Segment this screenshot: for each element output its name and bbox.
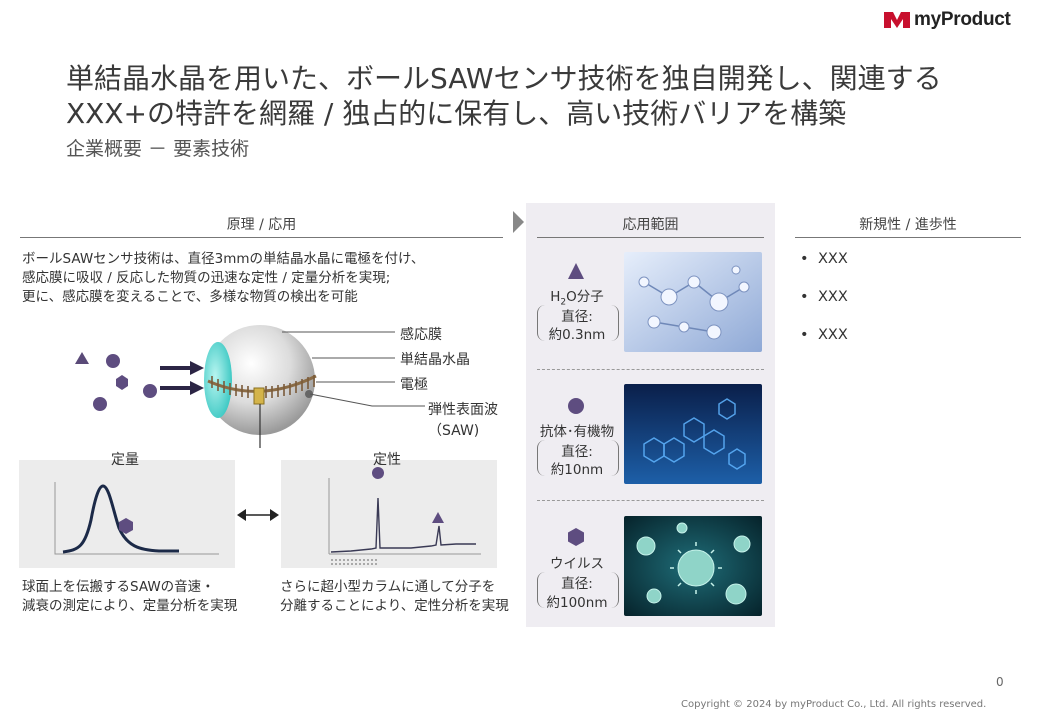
qualitative-chromatogram (328, 467, 481, 565)
label-saw-line1: 弾性表面波 (428, 402, 498, 418)
logo-text: myProduct (914, 9, 1011, 30)
principle-desc-line3: 更に、感応膜を変えることで、多様な物質の検出を可能 (22, 289, 358, 305)
quantitative-peak-graph (54, 482, 219, 555)
size-bracket (537, 305, 619, 341)
quantitative-title: 定量 (111, 452, 139, 468)
principle-header-rule (20, 237, 503, 238)
size-value: 約0.3nm (548, 327, 606, 343)
size-bracket (537, 440, 619, 476)
size-label: 直径: (561, 576, 593, 592)
quantitative-caption-line2: 減衰の測定により、定量分析を実現 (22, 598, 238, 614)
double-arrow-icon (237, 509, 279, 521)
application-item-name: H2O分子 (550, 289, 604, 308)
size-label: 直径: (561, 444, 593, 460)
ball-saw-diagram (75, 325, 425, 448)
circle-icon (372, 467, 384, 479)
organic-molecule-photo (624, 384, 762, 484)
page-number: 0 (996, 675, 1004, 689)
copyright-text: Copyright © 2024 by myProduct Co., Ltd. … (681, 699, 987, 710)
crystal-ball (205, 325, 315, 435)
hexagon-icon (568, 528, 584, 546)
label-membrane: 感応膜 (400, 327, 442, 343)
novelty-bullet: •XXX (800, 289, 848, 305)
molecule-circle-icon (93, 397, 107, 411)
label-electrode: 電極 (400, 377, 428, 393)
molecule-circle-icon (143, 384, 157, 398)
saw-point (305, 390, 313, 398)
page-title-line2: XXX+の特許を網羅 / 独占的に保有し、高い技術バリアを構築 (66, 97, 847, 130)
applications-header-rule (537, 237, 764, 238)
applications-header: 応用範囲 (622, 217, 679, 233)
qualitative-title: 定性 (373, 452, 401, 468)
page-title-line1: 単結晶水晶を用いた、ボールSAWセンサ技術を独自開発し、関連する (66, 62, 942, 95)
electrode-pad (253, 387, 265, 405)
hexagon-icon (119, 518, 133, 534)
novelty-header-rule (795, 237, 1021, 238)
novelty-bullet: •XXX (800, 327, 848, 343)
size-label: 直径: (561, 309, 593, 325)
label-crystal: 単結晶水晶 (400, 352, 470, 368)
virus-photo (624, 516, 762, 616)
h2o-molecule-photo (624, 252, 762, 352)
circle-icon (568, 398, 584, 414)
principle-desc-line1: ボールSAWセンサ技術は、直径3mmの単結晶水晶に電極を付け、 (22, 251, 425, 267)
application-item-name: ウイルス (550, 556, 604, 572)
novelty-header: 新規性 / 進歩性 (859, 217, 957, 233)
size-value: 約100nm (546, 595, 608, 611)
flow-arrows-icon (160, 361, 204, 395)
molecule-circle-icon (106, 354, 120, 368)
qualitative-caption-line2: 分離することにより、定性分析を実現 (280, 598, 509, 614)
page-subtitle: 企業概要 － 要素技術 (66, 138, 250, 160)
size-bracket (537, 572, 619, 608)
section-arrow-icon (513, 211, 524, 233)
brand-logo: myProduct (884, 9, 1034, 32)
size-value: 約10nm (550, 462, 604, 478)
application-item-name: 抗体･有機物 (539, 424, 615, 440)
molecule-triangle-icon (75, 352, 89, 364)
novelty-bullet: •XXX (800, 251, 848, 267)
triangle-icon (568, 263, 584, 279)
divider (537, 500, 764, 501)
principle-desc-line2: 感応膜に吸収 / 反応した物質の迅速な定性 / 定量分析を実現; (22, 270, 391, 286)
electrode-band (207, 374, 317, 398)
logo-mark-icon (884, 12, 910, 28)
molecule-hexagon-icon (116, 375, 128, 390)
principle-header: 原理 / 応用 (226, 217, 297, 233)
label-saw-line2: （SAW) (428, 423, 480, 439)
quantitative-graph-box (19, 460, 235, 568)
triangle-icon (432, 512, 444, 523)
quantitative-caption-line1: 球面上を伝搬するSAWの音速・ (22, 579, 215, 595)
qualitative-graph-box (281, 460, 497, 568)
qualitative-caption-line1: さらに超小型カラムに通して分子を (280, 579, 496, 595)
divider (537, 369, 764, 370)
